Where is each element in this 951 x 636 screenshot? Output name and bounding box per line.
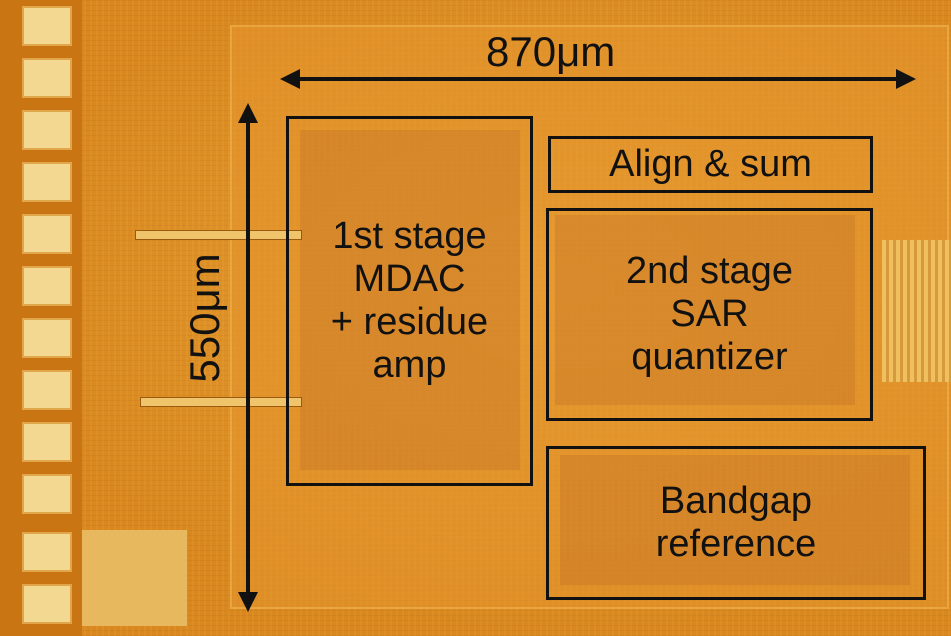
bond-pad	[22, 6, 72, 46]
bond-pad	[22, 532, 72, 572]
block-second-stage-sar: 2nd stage SAR quantizer	[546, 208, 873, 421]
right-bond-pad	[882, 240, 951, 382]
bottom-bond-pads	[82, 530, 187, 626]
bond-pad	[22, 584, 72, 624]
bond-pad	[22, 214, 72, 254]
block-label: Bandgap reference	[655, 480, 817, 565]
bond-pad	[22, 58, 72, 98]
block-bandgap-reference: Bandgap reference	[546, 446, 926, 600]
bond-pad	[22, 266, 72, 306]
bandgap-circuitry	[560, 455, 910, 585]
block-label: 2nd stage SAR quantizer	[626, 250, 793, 378]
width-dimension-label: 870μm	[486, 28, 616, 75]
bond-pad	[22, 370, 72, 410]
height-dimension-label: 550μm	[181, 253, 228, 383]
sar-circuitry	[555, 215, 855, 405]
input-trace-bottom	[140, 397, 302, 407]
bond-pad-column	[0, 0, 82, 636]
block-align-sum: Align & sum	[548, 136, 873, 193]
bond-pad	[22, 162, 72, 202]
block-label: Align & sum	[609, 143, 812, 186]
block-label: 1st stage MDAC + residue amp	[330, 215, 489, 386]
input-trace-top	[135, 230, 302, 240]
block-first-stage-mdac: 1st stage MDAC + residue amp	[286, 116, 533, 486]
bond-pad	[22, 422, 72, 462]
mdac-circuitry	[300, 130, 520, 470]
bond-pad	[22, 110, 72, 150]
bond-pad	[22, 474, 72, 514]
bond-pad	[22, 318, 72, 358]
core-area	[230, 25, 949, 609]
